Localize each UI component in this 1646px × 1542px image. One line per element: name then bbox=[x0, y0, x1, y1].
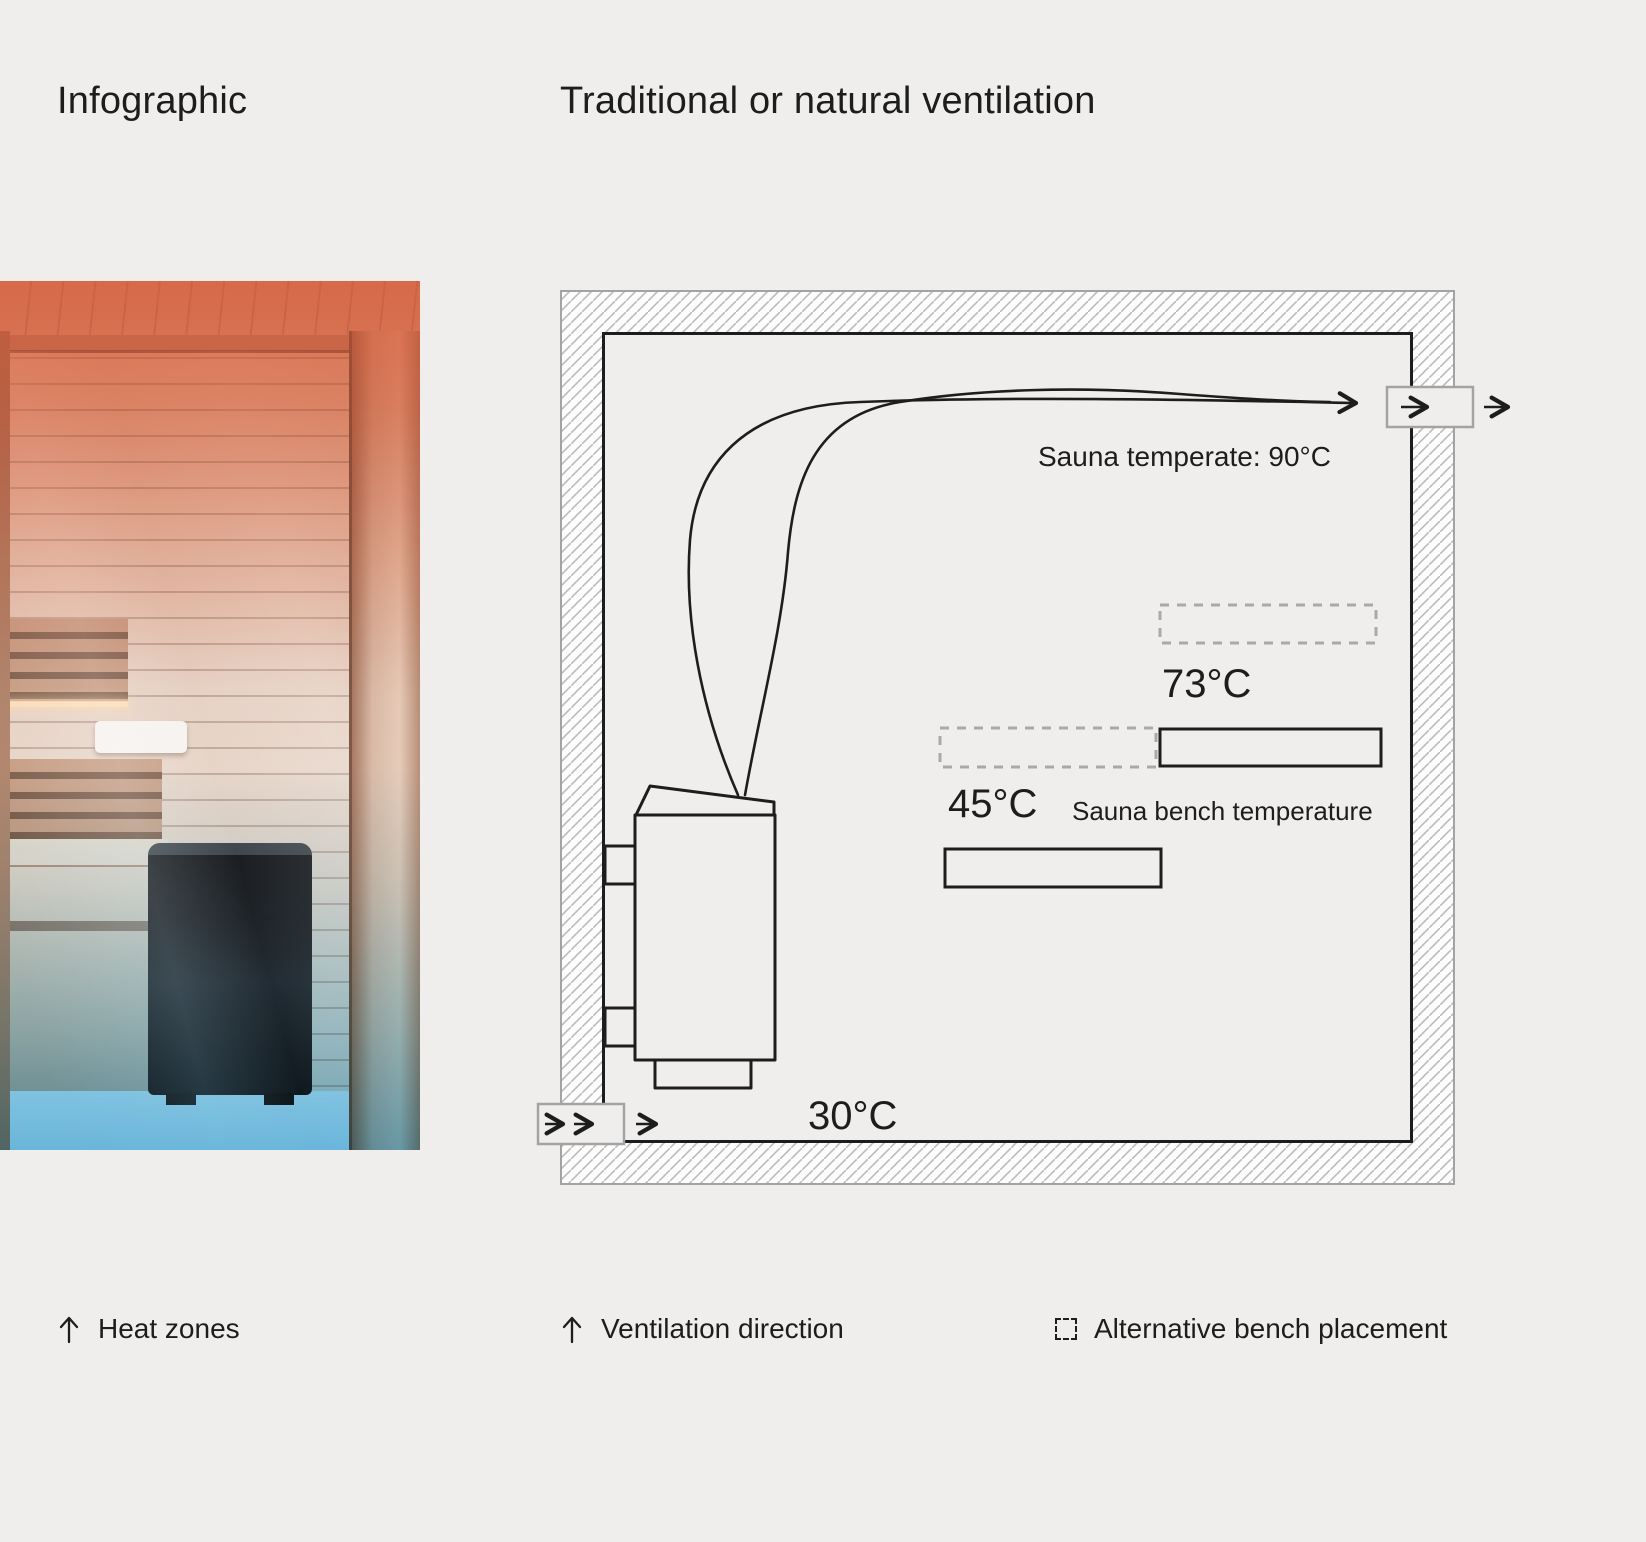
airflow-path-1 bbox=[687, 391, 1359, 797]
airflow-lines bbox=[687, 388, 1359, 797]
photo-bench-front bbox=[0, 867, 152, 1091]
lower-bench-temperature: 45°C bbox=[948, 782, 1038, 826]
legend-label-heat-zones: Heat zones bbox=[98, 1313, 240, 1344]
photo-backrest-slats bbox=[0, 619, 128, 701]
legend-label-ventilation-direction: Ventilation direction bbox=[601, 1313, 844, 1344]
exhaust-vent bbox=[1385, 385, 1511, 429]
photo-left-frame-post bbox=[0, 331, 10, 1150]
alternative-bench-upper bbox=[1158, 603, 1378, 645]
photo-bench-top bbox=[0, 839, 168, 867]
heater-wall-bracket-bottom bbox=[603, 1006, 637, 1048]
photo-bench-slats bbox=[0, 759, 162, 839]
bench-temperature-label: Sauna bench temperature bbox=[1072, 796, 1373, 826]
photo-heater-foot bbox=[264, 1093, 294, 1105]
ventilation-diagram: Sauna temperate: 90°C 73°C 45°C Sauna be… bbox=[536, 290, 1511, 1185]
photo-bench-groove bbox=[0, 921, 152, 931]
heater-body bbox=[633, 813, 777, 1062]
photo-heater-rim bbox=[148, 843, 312, 855]
upper-bench bbox=[1158, 727, 1383, 768]
exhaust-vent-box bbox=[1385, 385, 1475, 429]
sauna-photo bbox=[0, 281, 420, 1150]
airflow-path-2 bbox=[743, 388, 1332, 797]
intake-vent bbox=[536, 1102, 659, 1146]
photo-led-strip bbox=[0, 702, 128, 707]
lower-bench bbox=[943, 847, 1163, 889]
arrow-up-icon bbox=[562, 1316, 582, 1344]
upper-bench-temperature: 73°C bbox=[1162, 662, 1252, 706]
legend-heat-zones: Heat zones bbox=[57, 1312, 240, 1346]
heater-wall-bracket-top bbox=[603, 844, 637, 886]
heater-base bbox=[653, 1058, 753, 1090]
page-title: Infographic bbox=[57, 80, 248, 122]
photo-control-panel bbox=[95, 721, 187, 753]
legend-alternative-bench: Alternative bench placement bbox=[1055, 1312, 1447, 1346]
intake-temperature: 30°C bbox=[808, 1094, 898, 1138]
photo-right-frame-post bbox=[349, 331, 420, 1150]
sauna-temperature-label: Sauna temperate: 90°C bbox=[1038, 441, 1331, 472]
photo-heater bbox=[148, 843, 312, 1105]
legend-label-alternative-bench: Alternative bench placement bbox=[1094, 1313, 1448, 1344]
legend-ventilation-direction: Ventilation direction bbox=[560, 1312, 844, 1346]
heater bbox=[603, 784, 777, 1090]
diagram-drawing bbox=[536, 290, 1511, 1185]
diagram-title: Traditional or natural ventilation bbox=[560, 80, 1096, 122]
photo-ceiling bbox=[0, 281, 420, 337]
photo-heater-foot bbox=[166, 1093, 196, 1105]
alternative-bench-lower bbox=[938, 726, 1158, 769]
arrow-up-icon bbox=[59, 1316, 79, 1344]
dashed-square-icon bbox=[1055, 1318, 1077, 1340]
